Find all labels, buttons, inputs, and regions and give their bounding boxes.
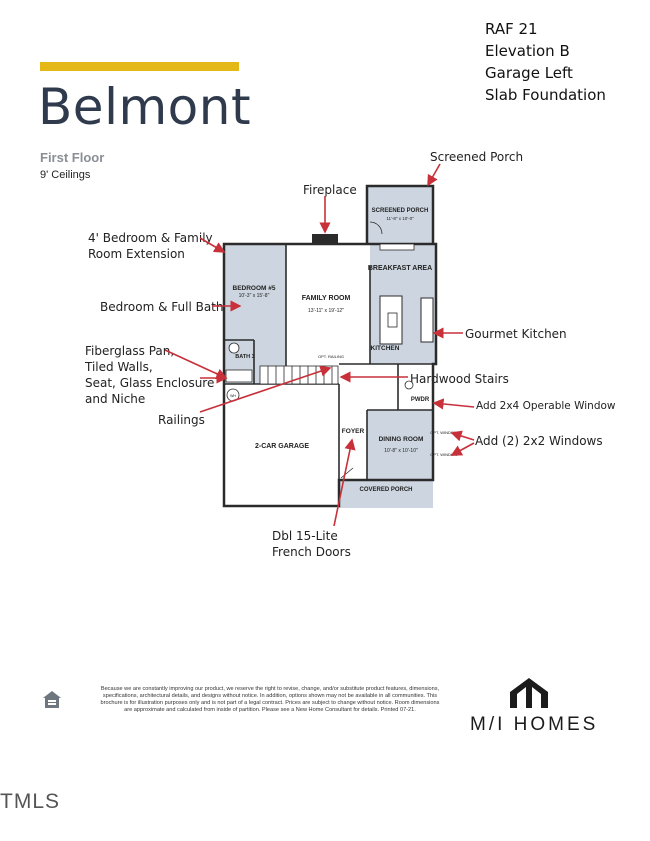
- plan-info: RAF 21 Elevation B Garage Left Slab Foun…: [485, 18, 606, 106]
- callout-hardwood-stairs: Hardwood Stairs: [410, 372, 509, 386]
- plan-info-line: RAF 21: [485, 20, 538, 38]
- room-dim: 13'-11" x 19'-12": [308, 308, 344, 314]
- room-label: SCREENED PORCH: [372, 208, 429, 214]
- wh-label: WH: [230, 394, 236, 398]
- callout-line: French Doors: [272, 545, 351, 559]
- opt-window-label: OPT. WINDOW: [430, 430, 458, 435]
- plan-info-line: Slab Foundation: [485, 86, 606, 104]
- family-fill: [286, 244, 370, 366]
- porch-door: [369, 221, 383, 235]
- bedroom-fill: [224, 244, 286, 384]
- callout-line: Dbl 15-Lite: [272, 529, 338, 543]
- window: [379, 243, 415, 251]
- room-dim: 10'-3" x 15'-8": [239, 293, 270, 299]
- legal-disclaimer: Because we are constantly improving our …: [100, 686, 440, 713]
- ceiling-label: 9' Ceilings: [40, 169, 91, 181]
- dining-fill: [367, 410, 433, 480]
- fireplace-icon: [312, 234, 338, 244]
- room-label: KITCHEN: [371, 345, 400, 352]
- screened-porch-fill: [367, 186, 433, 244]
- toilet-icon: [228, 342, 240, 354]
- shower-icon: [225, 369, 253, 383]
- callout-screened-porch: Screened Porch: [430, 150, 524, 164]
- mls-watermark: TMLS: [0, 790, 61, 813]
- room-label: DINING ROOM: [379, 436, 424, 443]
- callout-windows-2x2: Add (2) 2x2 Windows: [475, 434, 603, 448]
- room-label: FOYER: [342, 428, 365, 435]
- callout-operable-window: Add 2x4 Operable Window: [476, 400, 616, 412]
- room-label: BATH 3: [235, 354, 254, 360]
- room-labels: SCREENED PORCH 11'-8" x 10'-0" BREAKFAST…: [230, 208, 458, 493]
- covered-porch-fill: [339, 480, 433, 508]
- exterior-walls: [222, 184, 438, 508]
- floor-label: First Floor: [40, 150, 105, 165]
- kitchen-island: [379, 295, 403, 345]
- callout-line: Fiberglass Pan,: [85, 344, 175, 358]
- callout-line: 4' Bedroom & Family: [88, 231, 213, 245]
- equal-housing-icon: [43, 691, 61, 708]
- kitchen-counter: [420, 297, 434, 343]
- accent-bar: [40, 62, 239, 71]
- callout-railings: Railings: [158, 413, 205, 427]
- opt-railing-label: OPT. RAILING: [318, 354, 344, 359]
- callout-line: Tiled Walls,: [85, 360, 153, 374]
- room-label: BEDROOM #5: [233, 285, 276, 292]
- plan-info-line: Garage Left: [485, 64, 573, 82]
- room-label: BREAKFAST AREA: [368, 265, 432, 272]
- opt-window-label: OPT. WINDOW: [430, 452, 458, 457]
- room-label: FAMILY ROOM: [302, 295, 351, 302]
- brand-name: M/I HOMES: [470, 714, 599, 735]
- callout-bedroom-full-bath: Bedroom & Full Bath: [100, 300, 224, 314]
- callout-line: Seat, Glass Enclosure: [85, 376, 215, 390]
- stairs: [259, 365, 339, 385]
- callout-gourmet-kitchen: Gourmet Kitchen: [465, 327, 567, 341]
- powder-toilet-icon: [404, 380, 414, 390]
- room-dim: 10'-8" x 10'-10": [384, 448, 418, 454]
- callout-bedroom-extension: 4' Bedroom & Family Room Extension: [88, 230, 213, 262]
- room-dim: 11'-8" x 10'-0": [386, 216, 414, 221]
- room-label: 2-CAR GARAGE: [255, 443, 309, 450]
- callout-line: Room Extension: [88, 247, 185, 261]
- sink-icon: [387, 312, 398, 328]
- callout-fireplace: Fireplace: [303, 183, 357, 197]
- callout-fiberglass: Fiberglass Pan, Tiled Walls, Seat, Glass…: [85, 343, 214, 407]
- mi-homes-logo-icon: [510, 678, 548, 708]
- room-label: COVERED PORCH: [359, 487, 412, 493]
- plan-title: Belmont: [38, 78, 252, 136]
- callout-line: and Niche: [85, 392, 146, 406]
- room-label: PWDR: [411, 397, 430, 403]
- front-door: [340, 467, 354, 479]
- garage-fill: [224, 384, 339, 506]
- callout-french-doors: Dbl 15-Lite French Doors: [272, 528, 351, 560]
- callout-arrows: [164, 163, 475, 527]
- plan-info-line: Elevation B: [485, 42, 570, 60]
